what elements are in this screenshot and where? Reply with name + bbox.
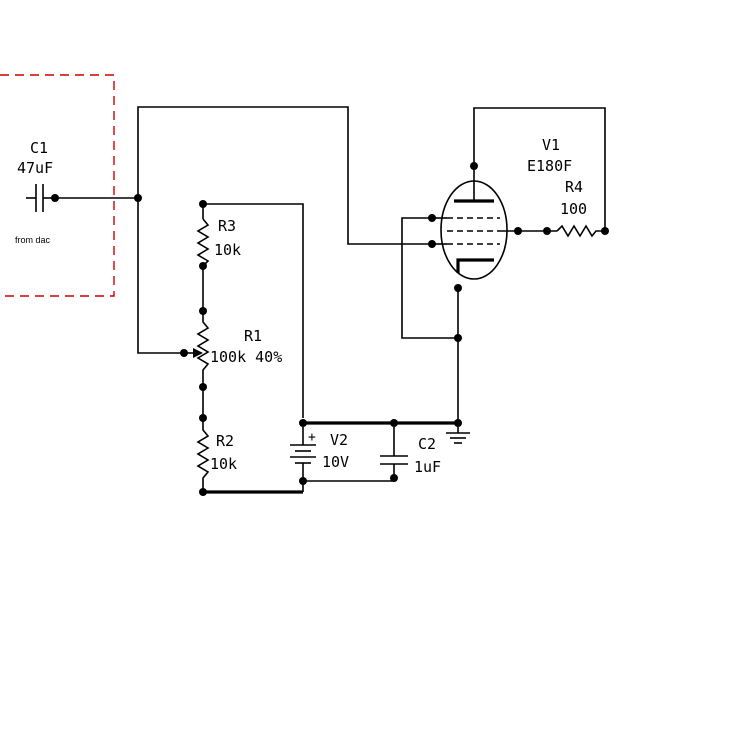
r1-potentiometer <box>184 311 210 387</box>
dac-source-box <box>0 74 115 297</box>
r4-name: R4 <box>565 178 583 196</box>
c1-capacitor <box>26 184 55 212</box>
v2-polarity: + <box>308 430 316 445</box>
v1-value: E180F <box>527 157 572 175</box>
r2-resistor <box>196 387 210 492</box>
r2-name: R2 <box>216 432 234 450</box>
bottom-rail-to-c2 <box>302 478 395 492</box>
c2-value: 1uF <box>414 458 441 476</box>
v2-value: 10V <box>322 453 349 471</box>
v2-name: V2 <box>330 431 348 449</box>
cathode-wiring <box>401 217 459 423</box>
r4-resistor <box>518 224 605 238</box>
c1-name: C1 <box>30 139 48 157</box>
v1-tube <box>432 166 518 280</box>
c1-value: 47uF <box>17 159 53 177</box>
c2-capacitor <box>380 423 408 481</box>
v1-name: V1 <box>542 136 560 154</box>
from-dac-note: from dac <box>15 235 51 245</box>
r3-resistor <box>196 203 304 418</box>
c2-name: C2 <box>418 435 436 453</box>
r2-value: 10k <box>210 455 237 473</box>
r4-value: 100 <box>560 200 587 218</box>
r3-value: 10k <box>214 241 241 259</box>
r1-name: R1 <box>244 327 262 345</box>
junction-dots <box>51 162 609 496</box>
r1-value: 100k 40% <box>210 348 282 366</box>
r3-name: R3 <box>218 217 236 235</box>
input-wire <box>55 106 432 354</box>
plate-wire <box>473 107 606 231</box>
